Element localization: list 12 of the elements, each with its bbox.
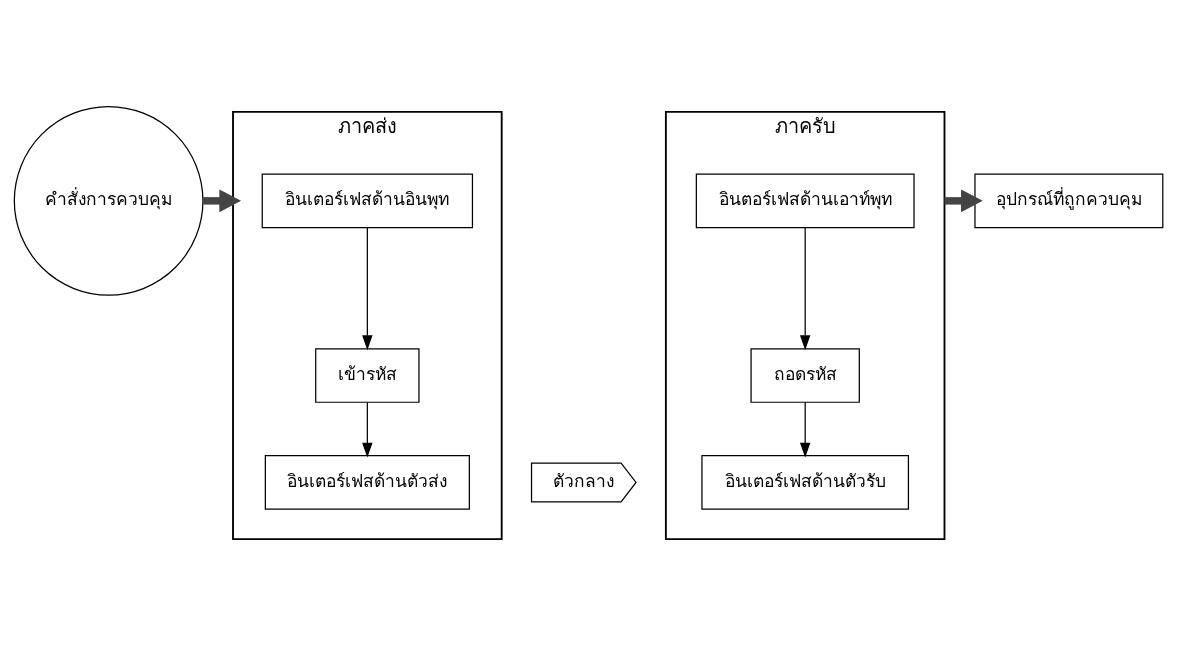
arrow	[362, 401, 373, 458]
arrow	[799, 401, 811, 458]
arrow	[362, 226, 373, 350]
node-box: เข้ารหัส	[315, 347, 420, 403]
node-box: ถอดรหัส	[750, 347, 860, 403]
node-box: อินเตอร์เฟสด้านอินพุท	[261, 173, 474, 228]
arrow	[799, 226, 811, 350]
node-box: อุปกรณ์ที่ถูกควบคุม	[974, 173, 1164, 228]
node-box: อินเตอร์เฟสด้านตัวส่ง	[264, 454, 470, 510]
node-box: อินเตอร์เฟสด้านตัวรับ	[701, 454, 910, 510]
node-circle: คำสั่งการควบคุม	[13, 105, 204, 296]
node-box: อินตอร์เฟสด้านเอาท์พุท	[695, 173, 915, 228]
